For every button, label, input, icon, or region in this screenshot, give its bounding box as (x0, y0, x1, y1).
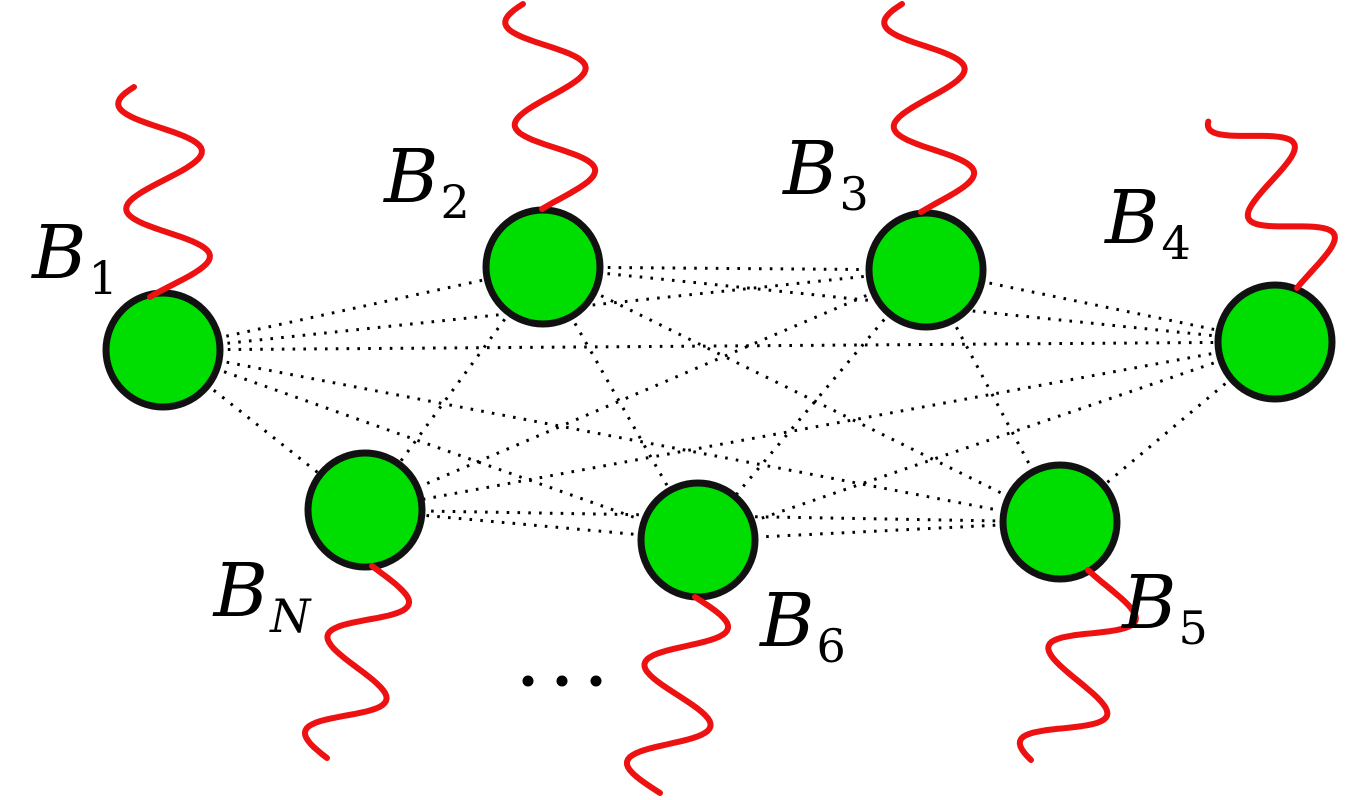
node-label-subscript: 2 (440, 175, 470, 230)
node-label-main: B (213, 548, 269, 635)
node-label-subscript: 1 (88, 251, 118, 306)
node-label-B5: B5 (1122, 566, 1208, 651)
dotted-edge-B1-B5 (162, 348, 1061, 524)
node-label-main: B (1122, 560, 1177, 647)
dotted-edge-B1-B4 (162, 340, 1276, 352)
node-label-subscript: 6 (816, 619, 846, 674)
ellipsis-dot (590, 675, 602, 687)
dotted-edge-B1-B2 (162, 265, 544, 352)
node-circle-B1 (102, 289, 224, 411)
photon-line-B3 (881, 1, 978, 215)
photon-line-B4 (1204, 118, 1338, 291)
node-label-main: B (760, 578, 815, 665)
dotted-edge-B2-B5 (542, 265, 1061, 524)
node-label-subscript: 4 (1161, 216, 1191, 271)
node-label-B4: B4 (1105, 181, 1191, 266)
node-circle-BN (304, 449, 426, 571)
dotted-edge-B4-BN (364, 340, 1276, 512)
photon-line-B5 (1016, 567, 1139, 763)
node-label-main: B (783, 126, 838, 213)
dotted-edge-B4-B6 (697, 340, 1276, 542)
node-label-main: B (384, 134, 439, 221)
dotted-edge-B1-B3 (162, 268, 927, 352)
node-circle-B4 (1214, 281, 1336, 403)
ellipsis-dot (522, 675, 534, 687)
photon-line-B1 (115, 84, 213, 300)
node-circle-B5 (999, 461, 1121, 583)
photon-line-B2 (502, 1, 599, 212)
node-label-B1: B1 (32, 216, 118, 301)
node-circle-B3 (865, 209, 987, 331)
node-label-BN: BN (214, 554, 311, 639)
photon-line-B6 (624, 594, 731, 796)
node-label-subscript: 3 (839, 167, 869, 222)
node-label-B3: B3 (783, 132, 869, 217)
node-label-B6: B6 (760, 584, 846, 669)
node-label-subscript: N (270, 589, 311, 644)
dotted-edge-B3-BN (364, 268, 927, 512)
dotted-edge-B1-B6 (162, 348, 699, 542)
node-label-main: B (1105, 175, 1160, 262)
ellipsis-dot (556, 675, 568, 687)
node-circle-B2 (482, 206, 604, 328)
node-label-subscript: 5 (1178, 601, 1208, 656)
node-label-B2: B2 (384, 140, 470, 225)
node-circle-B6 (637, 479, 759, 601)
photon-line-BN (301, 563, 413, 761)
node-label-main: B (32, 210, 87, 297)
